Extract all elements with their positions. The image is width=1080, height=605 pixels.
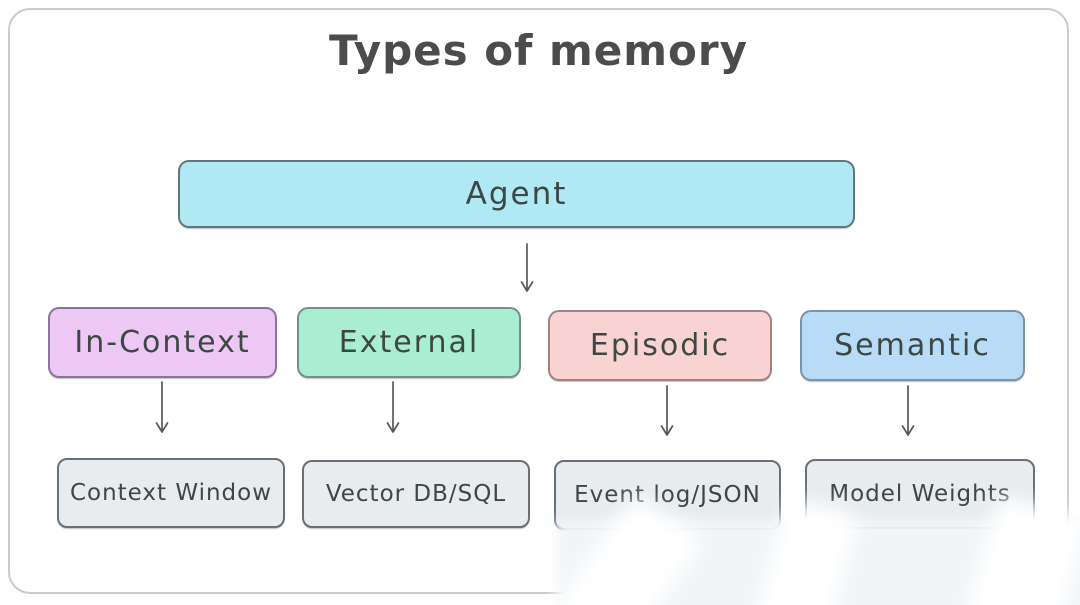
node-episodic: Episodic [548,310,772,381]
diagram-card: Types of memory Agent In-Context Externa… [8,8,1069,594]
node-event-log-json: Event log/JSON [554,460,781,530]
node-model-weights: Model Weights [805,459,1035,529]
node-external: External [297,307,521,378]
node-event-log-json-label: Event log/JSON [574,482,761,508]
node-model-weights-label: Model Weights [829,481,1011,507]
node-episodic-label: Episodic [589,328,731,363]
node-context-window-label: Context Window [69,480,273,506]
node-in-context: In-Context [48,307,277,378]
node-semantic-label: Semantic [834,328,991,363]
node-in-context-label: In-Context [74,325,251,360]
node-agent-label: Agent [465,176,568,212]
node-context-window: Context Window [57,458,285,528]
node-agent: Agent [178,160,855,228]
page-title: Types of memory [329,26,748,75]
node-vector-db-sql-label: Vector DB/SQL [325,481,507,507]
node-semantic: Semantic [800,310,1025,381]
node-external-label: External [338,325,480,360]
node-vector-db-sql: Vector DB/SQL [302,460,530,528]
